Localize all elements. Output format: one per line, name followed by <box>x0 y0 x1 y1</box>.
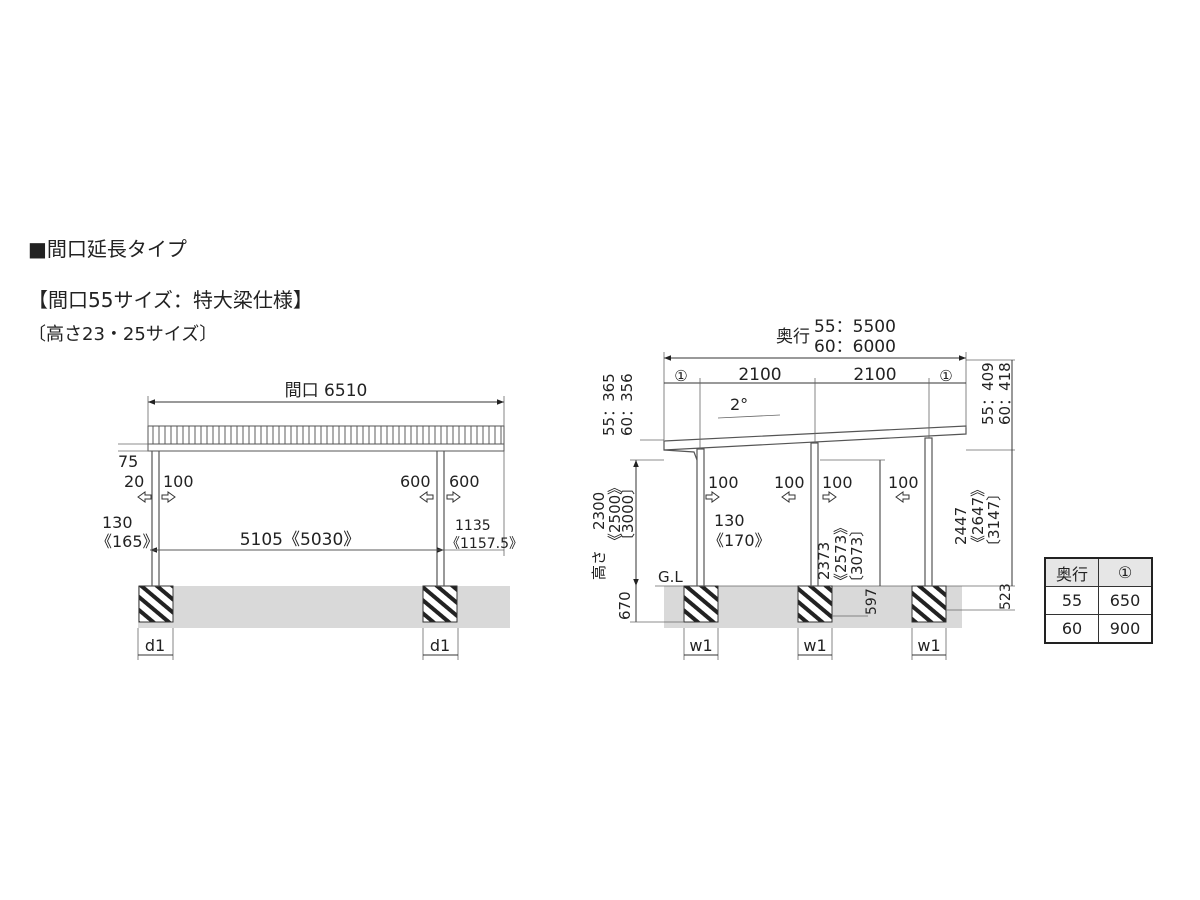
beam <box>147 443 505 452</box>
side-100-d: 100 <box>888 473 919 492</box>
front-dim-75: 75 <box>118 452 138 471</box>
left-h-3000: 〔3000〕 <box>619 480 637 548</box>
right-top-60: 60：418 <box>996 362 1014 425</box>
depth-label: 奥行 <box>776 327 810 347</box>
spec-depth-cell: 55 <box>1044 586 1099 615</box>
footing-1 <box>683 585 719 623</box>
circle-1-right: ① <box>939 367 952 385</box>
depth-55: 55：5500 <box>814 317 896 337</box>
front-span-label: 5105《5030》 <box>240 530 361 550</box>
depth-60: 60：6000 <box>814 337 896 357</box>
front-dim-100: 100 <box>163 472 194 491</box>
right-3147: 〔3147〕 <box>985 486 1003 554</box>
right-2647: 《2647》 <box>969 482 987 550</box>
height-subtitle: 〔高さ23・25サイズ〕 <box>28 324 218 345</box>
arrow-right-icon <box>161 491 176 503</box>
front-dim-1135: 1135 <box>455 518 491 534</box>
left-height-word: 高さ <box>590 550 608 580</box>
table-row: 55 650 <box>1044 586 1153 615</box>
post-3 <box>924 437 933 587</box>
depth-670: 670 <box>616 591 634 620</box>
front-dim-600-right: 600 <box>449 472 480 491</box>
front-dim-130: 130 <box>102 513 133 532</box>
roof-panel <box>147 425 505 445</box>
mid-2373: 2373 <box>815 542 833 580</box>
spec-table: 奥行 ① 55 650 60 900 <box>1044 557 1153 644</box>
depth-597: 597 <box>864 588 880 615</box>
gl-label: G.L <box>658 568 683 586</box>
spec-head-circle: ① <box>1098 557 1153 587</box>
side-foot-2-label: w1 <box>803 636 826 655</box>
footing-left <box>138 585 174 623</box>
side-100-c: 100 <box>822 473 853 492</box>
front-dim-165: 《165》 <box>96 532 159 551</box>
arrow-left-icon <box>419 491 434 503</box>
front-dim-600-left: 600 <box>400 472 431 491</box>
side-130: 130 <box>714 511 745 530</box>
depth-523: 523 <box>998 583 1014 610</box>
front-dim-20: 20 <box>124 472 144 491</box>
side-foot-3-label: w1 <box>917 636 940 655</box>
left-top-55: 55：365 <box>600 373 618 436</box>
side-170: 《170》 <box>708 531 771 550</box>
left-top-60: 60：356 <box>618 373 636 436</box>
arrow-left-icon <box>895 491 910 503</box>
front-foot-left-label: d1 <box>145 636 165 655</box>
footing-2 <box>797 585 833 623</box>
front-dim-1157: 《1157.5》 <box>446 536 523 552</box>
spec-depth-cell: 60 <box>1044 614 1099 644</box>
circle-1-left: ① <box>674 367 687 385</box>
side-100-a: 100 <box>708 473 739 492</box>
left-h-2500: 《2500》 <box>606 480 624 548</box>
front-view: 間口 6510 75 20 100 130 《165》 5105《5030》 6… <box>96 381 523 660</box>
mid-2573: 《2573》 <box>832 520 850 588</box>
arrow-right-icon <box>446 491 461 503</box>
left-h-2300: 2300 <box>590 492 608 530</box>
post-right <box>436 449 445 587</box>
side-foot-1-label: w1 <box>689 636 712 655</box>
arrow-right-icon <box>822 491 837 503</box>
footing-right <box>422 585 458 623</box>
spec-value-cell: 650 <box>1098 586 1153 615</box>
section-title: ■間口延長タイプ <box>28 237 187 261</box>
slope-label: 2° <box>730 395 748 414</box>
post-2 <box>810 442 819 587</box>
mid-3073: 〔3073〕 <box>848 522 866 590</box>
size-title: 【間口55サイズ：特大梁仕様】 <box>28 288 313 312</box>
arrow-left-icon <box>137 491 152 503</box>
side-100-b: 100 <box>774 473 805 492</box>
span-b: 2100 <box>853 365 896 385</box>
front-foot-right-label: d1 <box>430 636 450 655</box>
span-a: 2100 <box>738 365 781 385</box>
front-width-label: 間口 6510 <box>285 381 368 401</box>
spec-head-depth: 奥行 <box>1044 557 1099 587</box>
arrow-left-icon <box>781 491 796 503</box>
footing-3 <box>911 585 947 623</box>
side-view: 奥行 55：5500 60：6000 ① ① 2100 2100 2° 55：3… <box>590 317 1015 660</box>
arrow-right-icon <box>705 491 720 503</box>
right-2447: 2447 <box>952 507 970 545</box>
right-top-55: 55：409 <box>979 362 997 425</box>
table-row: 60 900 <box>1044 614 1153 644</box>
spec-value-cell: 900 <box>1098 614 1153 644</box>
post-left <box>151 449 160 587</box>
post-1 <box>696 448 705 587</box>
spec-table-header: 奥行 ① <box>1044 557 1153 587</box>
